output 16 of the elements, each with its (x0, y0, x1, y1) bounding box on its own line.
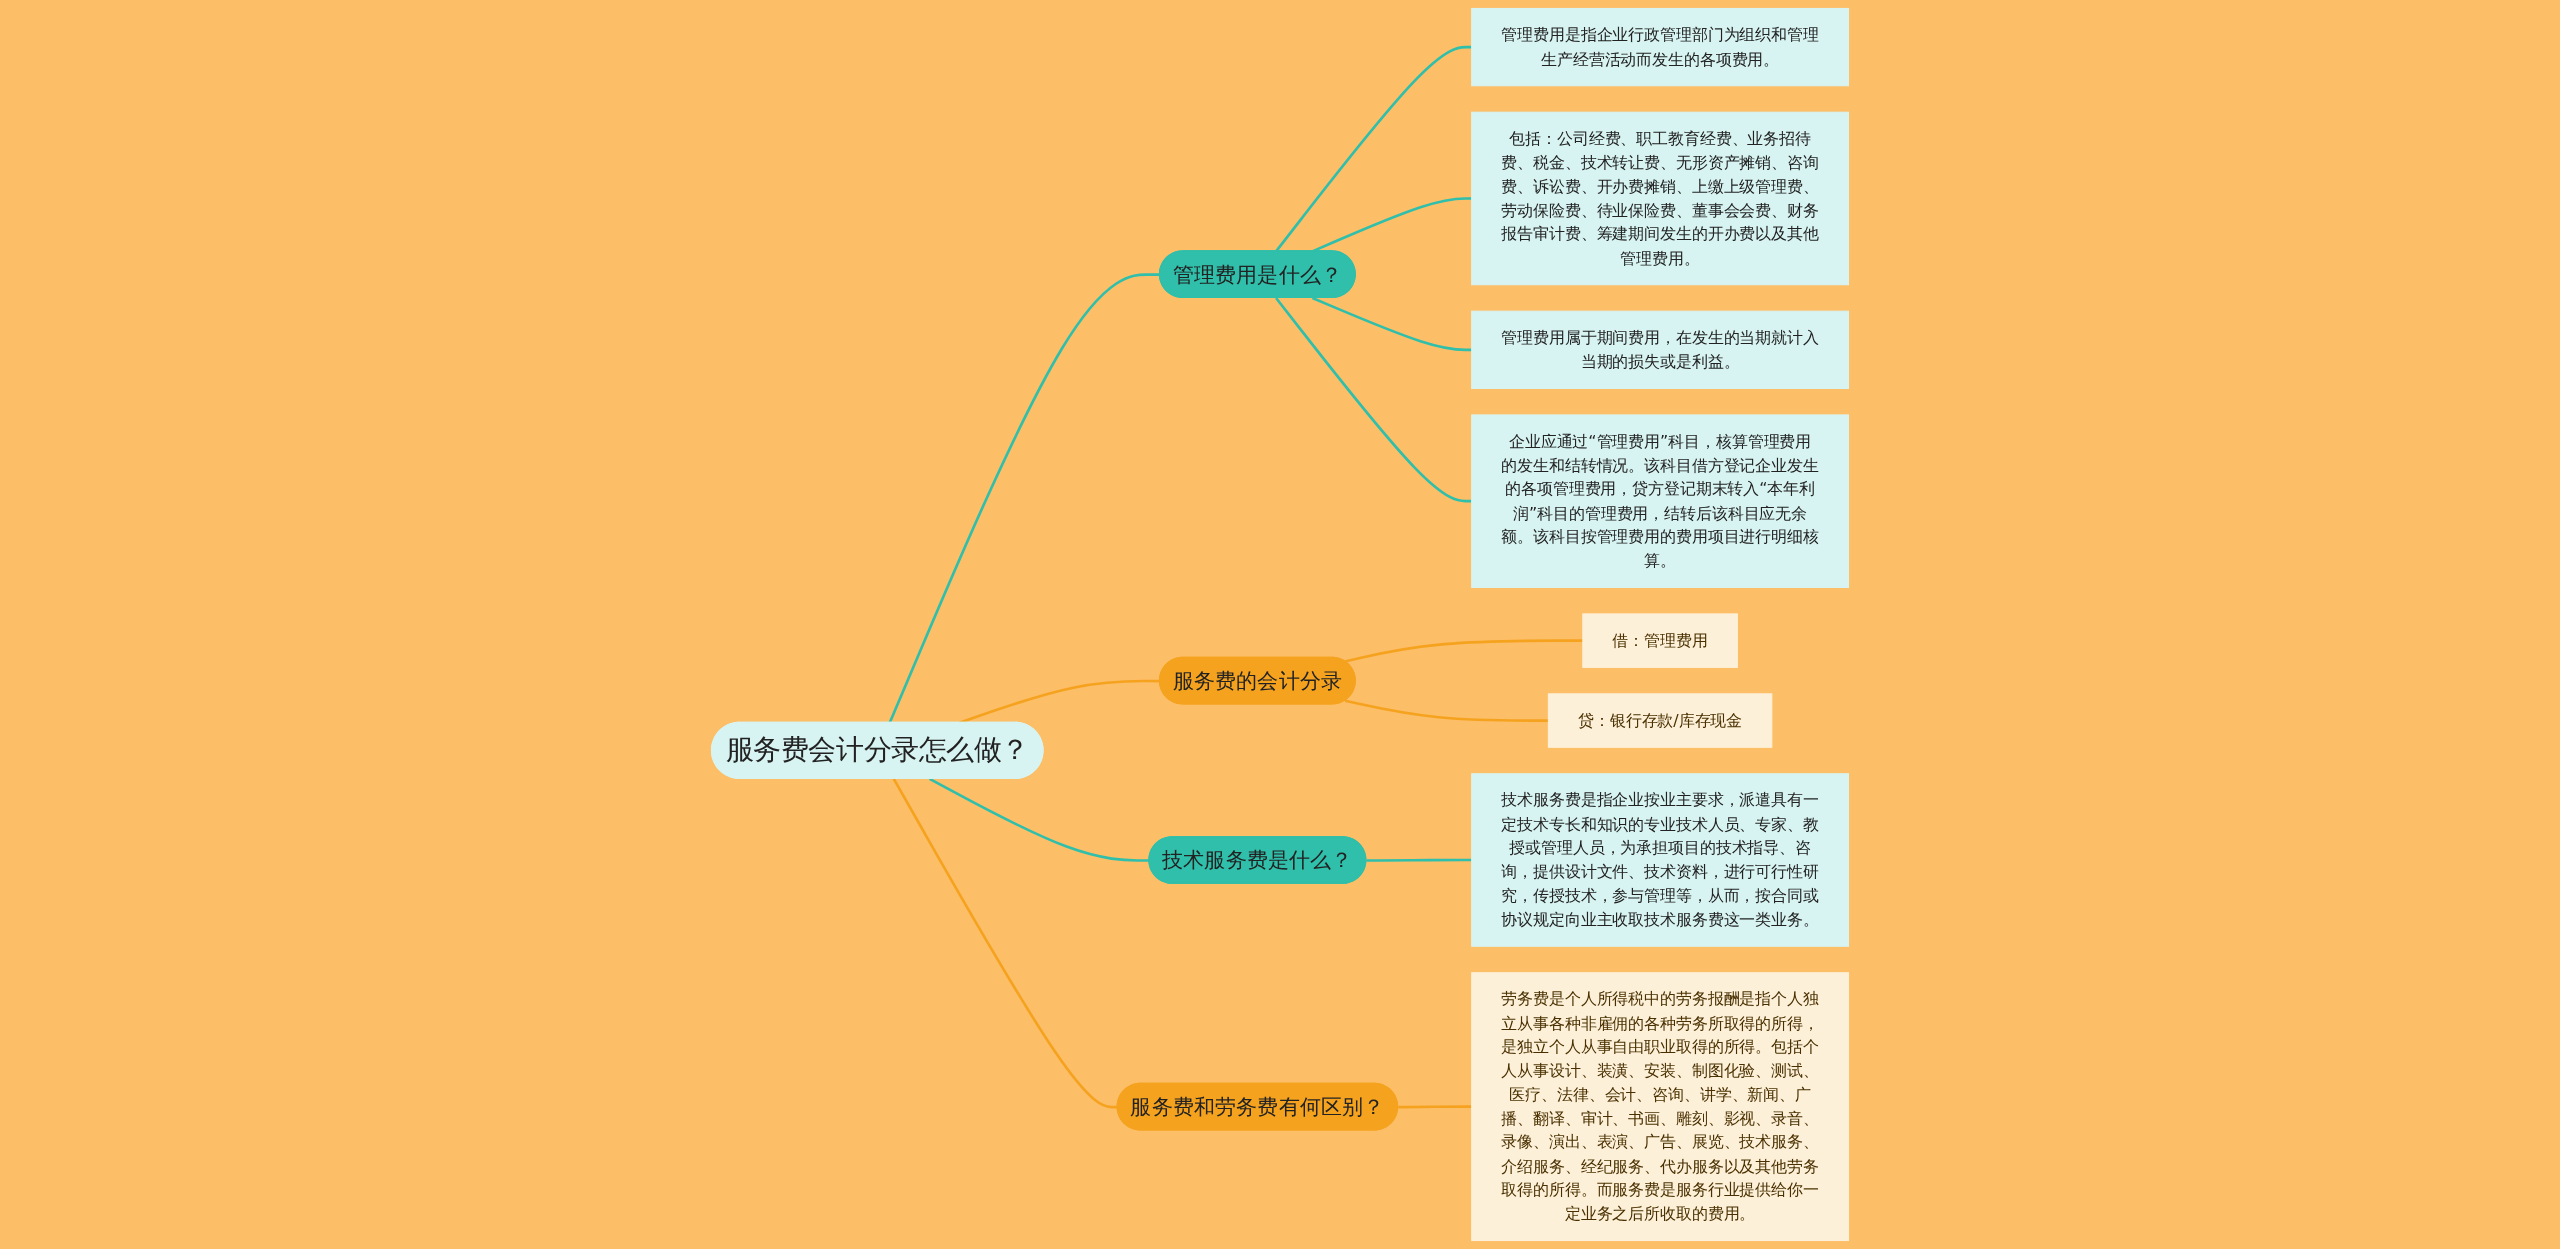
node-box: 劳务费是个人所得税中的劳务报酬是指个人独立从事各种非雇佣的各种劳务所取得的所得，是独立个人从事自由职业取得的所得。包括个人从事设计、装潢、安装、制图化验、测试、医疗、法律、会计、咨询、讲学、新闻、广播、翻译、审计、书画、雕刻、影视、录音、录像、演出、表演、广告、展览、技术服务、介绍服务、经纪服务、代办服务以及其他劳务取得的所得。而服务费是服务行业提供给你一定业务之后所收取的费用。 (1471, 972, 1850, 1242)
node-box: 管理费用属于期间费用，在发生的当期就计入当期的损失或是利益。 (1471, 310, 1850, 389)
node-box: 借：管理费用 (1582, 613, 1738, 668)
node-box: 技术服务费是指企业按业主要求，派遣具有一定技术专长和知识的专业技术人员、专家、教授或管理人员，为承担项目的技术指导、咨询，提供设计文件、技术资料，进行可行性研究，传授技术，参与管理等，从而，按合同或协议规定向业主收取技术服务费这一类业务。 (1471, 773, 1850, 947)
node-box: 包括：公司经费、职工教育经费、业务招待费、税金、技术转让费、无形资产摊销、咨询费、诉讼费、开办费摊销、上缴上级管理费、劳动保险费、待业保险费、董事会会费、财务报告审计费、筹建期间发生的开办费以及其他管理费用。 (1471, 111, 1850, 286)
connector (1344, 639, 1583, 663)
connector (1311, 296, 1472, 352)
connector (1275, 297, 1472, 503)
node-box: 管理费用是指企业行政管理部门为组织和管理生产经营活动而发生的各项费用。 (1471, 7, 1850, 87)
connector (1398, 1105, 1472, 1109)
connector (1366, 858, 1472, 862)
connector (1344, 699, 1549, 722)
node-box: 企业应通过“管理费用”科目，核算管理费用的发生和结转情况。该科目借方登记企业发生的各项管理费用，贷方登记期末转入“本年利润”科目的管理费用，结转后该科目应无余额。该科目按管理费用的费用项目进行明细核算。 (1471, 414, 1850, 588)
node-box: 贷：银行存款/库存现金 (1547, 693, 1773, 748)
connector (888, 273, 1160, 724)
connector (892, 778, 1118, 1109)
